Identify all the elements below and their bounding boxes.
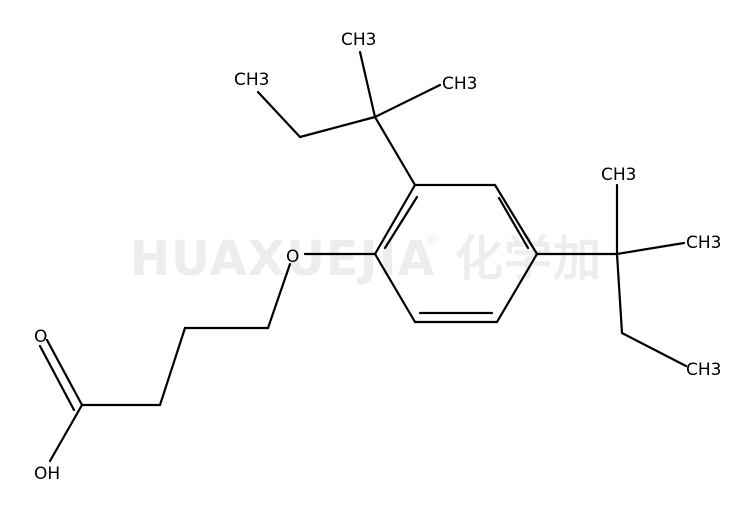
bond-quaternary-ch3-right — [373, 83, 442, 119]
bond-chain-2 — [158, 326, 187, 407]
bond-oxygen-ch2 — [266, 262, 292, 330]
ch3-right-mid-label: CH3 — [686, 233, 721, 253]
bond-carboxyl-oh — [48, 403, 84, 463]
bond-carbonyl-1 — [45, 338, 84, 407]
watermark: HUAXUEJIA ® 化学加 — [130, 230, 601, 287]
bond-ring-c4-c5 — [495, 252, 539, 324]
bond-ring-c3-c4 — [493, 183, 539, 256]
ch3-top-label: CH3 — [341, 30, 376, 50]
bond-quaternary-ch3-top — [358, 50, 377, 119]
hydroxyl-label: OH — [34, 464, 60, 484]
watermark-registered-mark: ® — [424, 230, 440, 249]
atom-labels: O O OH CH3 CH3 CH3 CH3 CH3 CH3 — [34, 30, 721, 484]
bond-ch2-ch3-left — [256, 90, 302, 139]
bond-ring-c3-c4-inner — [497, 196, 530, 250]
ch3-upper-left-label: CH3 — [234, 70, 269, 90]
bond-carbonyl-2 — [38, 344, 76, 412]
bonds — [38, 50, 688, 463]
bond-ring-c1-c2-inner — [383, 195, 419, 250]
ch3-right-bottom-label: CH3 — [686, 360, 721, 380]
bond-ring-c6-c1 — [373, 252, 417, 324]
oxygen-carbonyl-label: O — [34, 327, 47, 347]
ch3-right-top-label: CH3 — [601, 165, 636, 185]
ch3-upper-right-label: CH3 — [442, 74, 477, 94]
bond-ch2-ch3-right — [620, 331, 688, 368]
bond-c2-quaternary — [373, 115, 417, 187]
bond-quaternary-ch3-right — [615, 241, 686, 256]
oxygen-ether-label: O — [286, 247, 299, 267]
bond-quaternary-ch2-right — [615, 252, 624, 335]
bond-quaternary-ch2 — [298, 115, 377, 139]
bond-ring-c1-c2 — [373, 183, 417, 256]
